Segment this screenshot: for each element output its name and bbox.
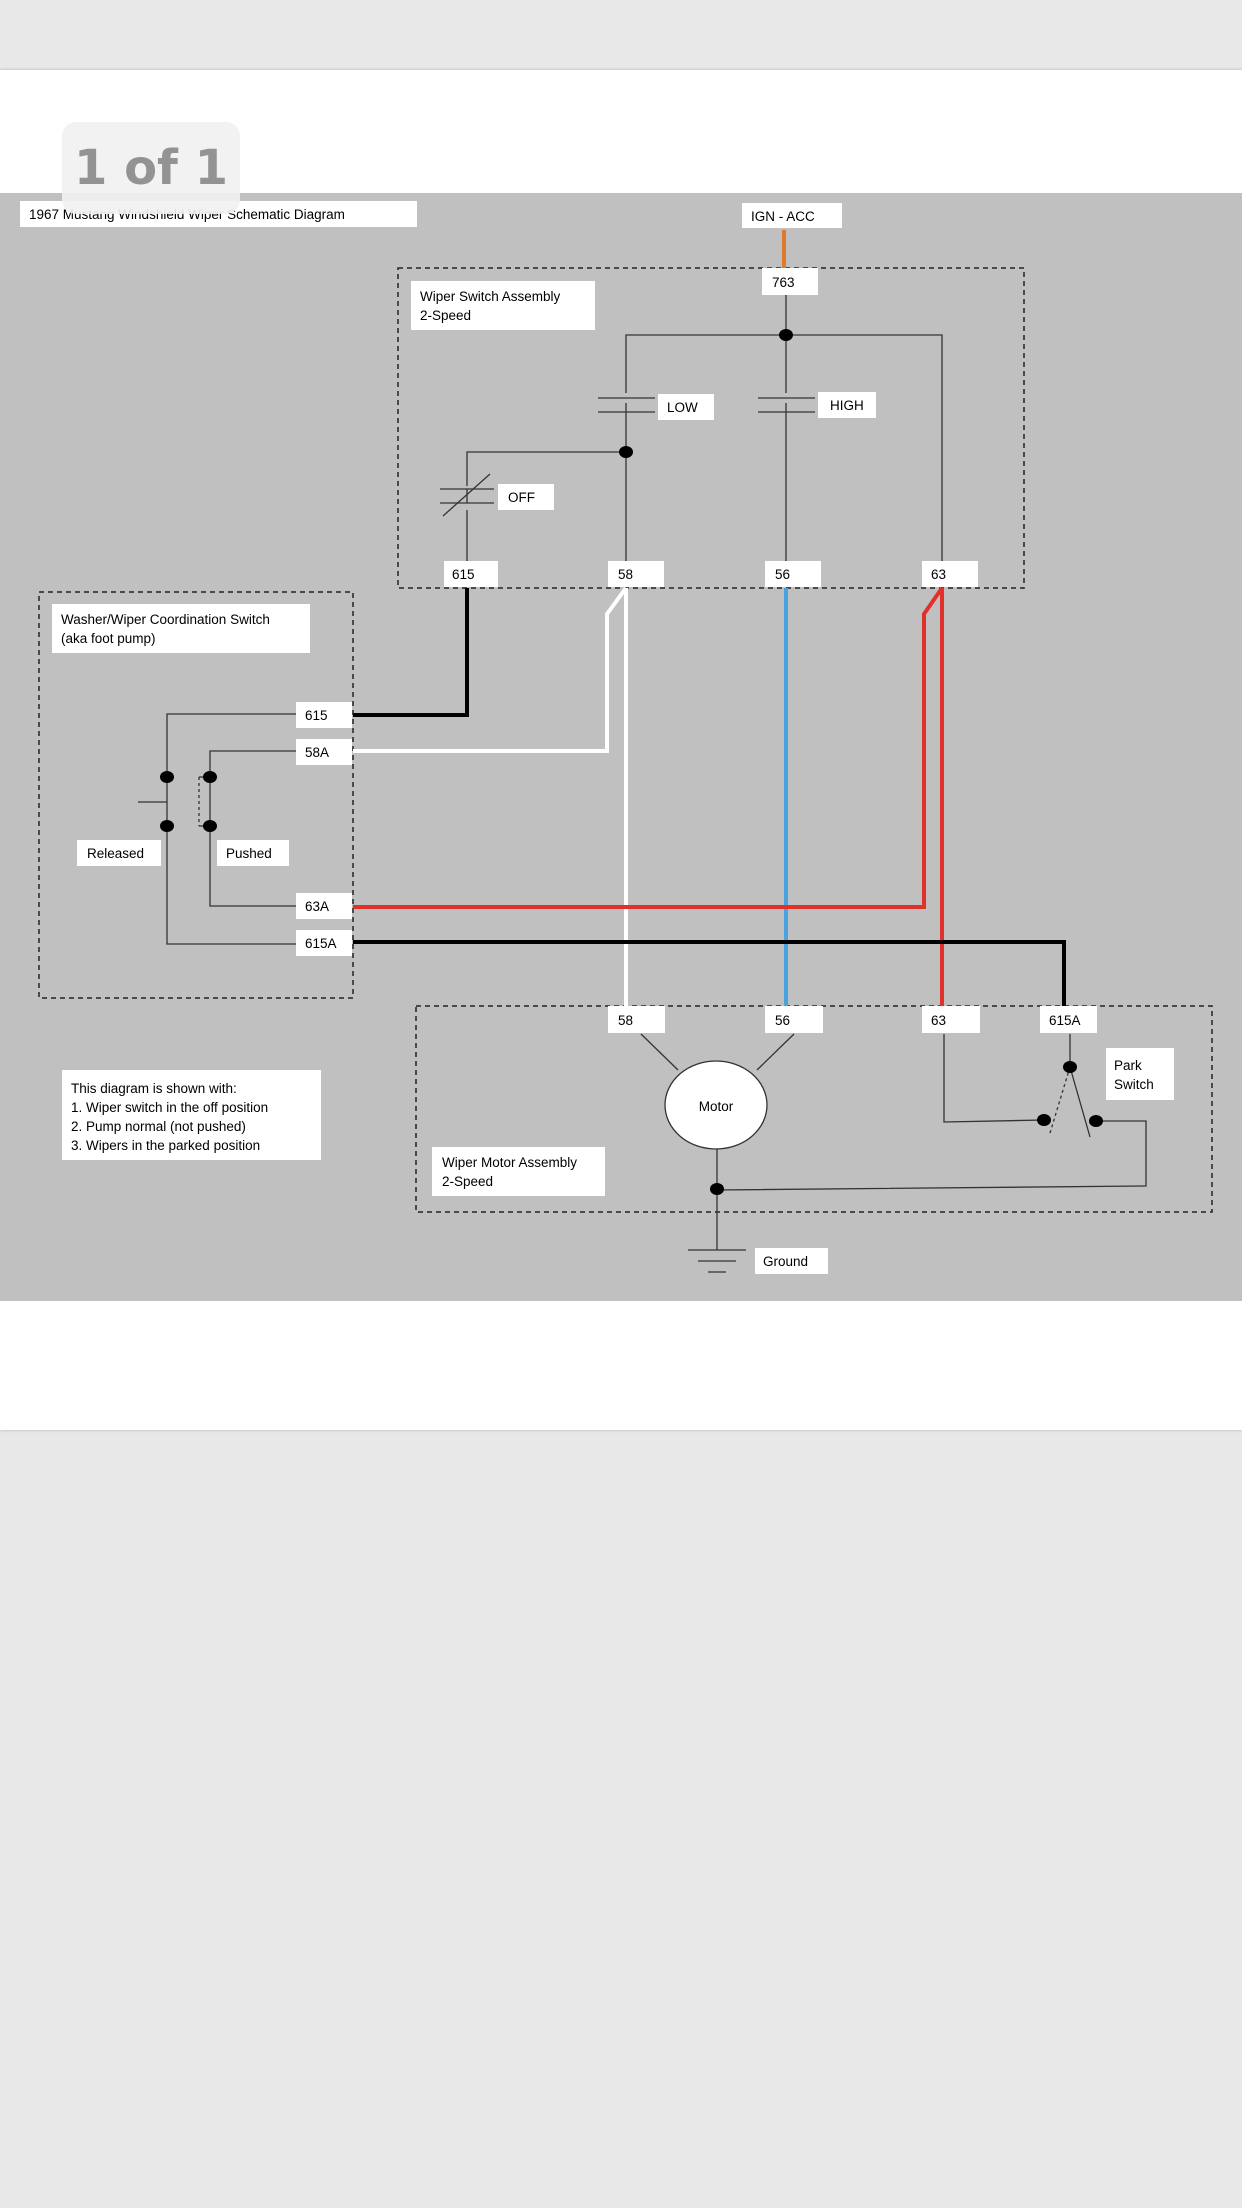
off-contact-label: OFF [508,490,535,505]
black-wire-615A [353,940,1066,1006]
ign-acc-label: IGN - ACC [751,209,815,224]
page-indicator: 1 of 1 [62,122,240,214]
high-contact-label: HIGH [830,398,864,413]
switch-assembly-box [397,267,1025,589]
switch-assembly-subtitle: 2-Speed [420,308,471,323]
park-switch-label-line1: Park [1114,1058,1142,1073]
switch-terminal-615: 615 [452,567,475,582]
low-contact-label: LOW [667,400,698,415]
switch-assembly-title: Wiper Switch Assembly [420,289,561,304]
motor-terminal-615A: 615A [1049,1013,1081,1028]
released-state-label: Released [87,846,144,861]
washer-switch-box [38,591,354,999]
black-wire-615 [353,588,469,717]
motor-label: Motor [699,1099,734,1114]
low-contact-symbol [598,393,655,413]
red-wire-63A [353,586,944,909]
high-contact-symbol [758,393,815,413]
motor-circle [664,1060,768,1150]
motor-terminal-56: 56 [775,1013,790,1028]
switch-terminal-56: 56 [775,567,790,582]
terminal-763-label: 763 [772,275,795,290]
off-contact-symbol [440,473,494,517]
motor-assembly-title: Wiper Motor Assembly [442,1155,577,1170]
notes-item-1: 1. Wiper switch in the off position [71,1100,268,1115]
washer-switch-subtitle: (aka foot pump) [61,631,156,646]
motor-terminal-63: 63 [931,1013,946,1028]
motor-terminal-58: 58 [618,1013,633,1028]
notes-heading: This diagram is shown with: [71,1081,237,1096]
washer-terminal-63A: 63A [305,899,329,914]
washer-terminal-615A: 615A [305,936,337,951]
motor-internal-wiring [640,1033,1147,1273]
switch-terminal-63: 63 [931,567,946,582]
switch-terminal-58: 58 [618,567,633,582]
park-switch-label-line2: Switch [1114,1077,1154,1092]
ground-label: Ground [763,1254,808,1269]
motor-assembly-subtitle: 2-Speed [442,1174,493,1189]
label-boxes [20,201,1174,1274]
white-wire-58A [353,586,628,753]
junction-dots [160,329,1103,1195]
pushed-state-label: Pushed [226,846,272,861]
washer-switch-title: Washer/Wiper Coordination Switch [61,612,270,627]
notes-item-3: 3. Wipers in the parked position [71,1138,260,1153]
notes-item-2: 2. Pump normal (not pushed) [71,1119,246,1134]
washer-terminal-58A: 58A [305,745,329,760]
washer-terminal-615: 615 [305,708,328,723]
